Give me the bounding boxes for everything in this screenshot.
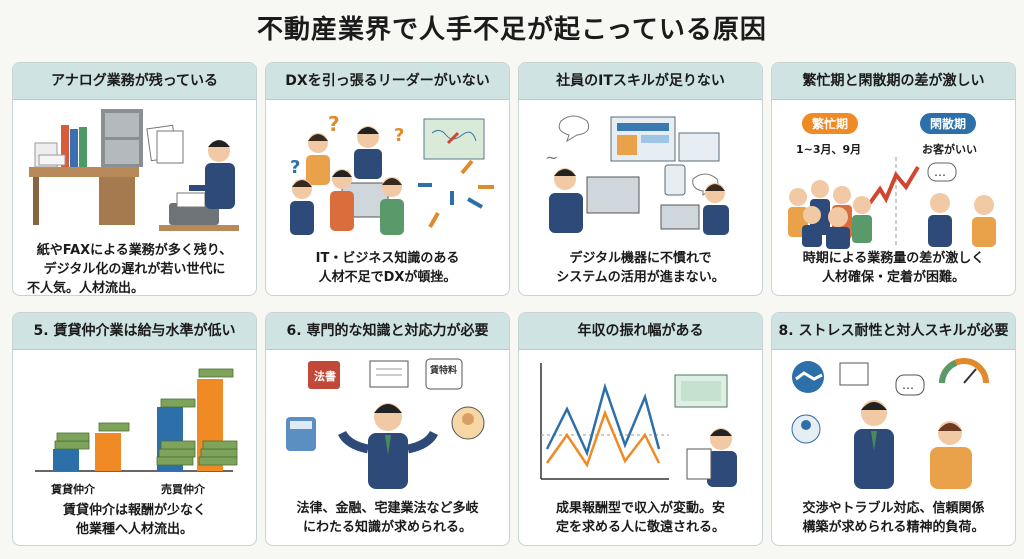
svg-text:?: ?: [290, 157, 300, 178]
card-it-skills: 社員のITスキルが足りない ~ デジタル機器に不慣れで システムの活用が進まない…: [518, 62, 763, 296]
card-description: 賃貸仲介は報酬が少なく 他業種へ人材流出。: [62, 503, 206, 537]
svg-text:?: ?: [328, 112, 340, 136]
illustration-knowledge-icons: 法書 賃特料: [272, 353, 503, 491]
slow-note: お客がいい: [922, 143, 977, 156]
laptop-icon: [660, 204, 700, 230]
busy-season-label: 繁忙期: [802, 113, 859, 134]
card-heading: 8. ストレス耐性と対人スキルが必要: [772, 313, 1015, 350]
illustration-office-paperwork: [19, 103, 250, 241]
illustration-season-crowd: …: [778, 157, 1009, 253]
card-no-dx-leader: DXを引っ張るリーダーがいない ? ? ?: [265, 62, 510, 296]
card-heading: DXを引っ張るリーダーがいない: [266, 63, 509, 100]
card-heading: 5. 賃貸仲介業は給与水準が低い: [13, 313, 256, 350]
card-description: 紙やFAXによる業務が多く残り、 デジタル化の遅れが若い世代に 不人気。人材流出…: [27, 243, 233, 296]
card-low-salary: 5. 賃貸仲介業は給与水準が低い 賃貸仲介 売買仲介 賃貸仲介は報酬が少なく 他…: [12, 312, 257, 546]
contract-icon: [425, 358, 463, 390]
pay-slip-icon: [686, 448, 712, 480]
card-heading: アナログ業務が残っている: [13, 63, 256, 100]
document-icon: [369, 360, 409, 388]
svg-text:法書: 法書: [314, 369, 336, 383]
fax-icon: [169, 203, 219, 225]
busy-months: 1~3月、9月: [796, 143, 862, 156]
law-book-icon: [308, 361, 340, 389]
card-busy-slow-season: 繁忙期と閑散期の差が激しい 繁忙期 閑散期 1~3月、9月 お客がいい … 時期…: [771, 62, 1016, 296]
phone-icon: [664, 164, 686, 196]
card-analog-work: アナログ業務が残っている 紙やFAXによる業務が多く残り、 デジタ: [12, 62, 257, 296]
card-heading: 年収の振れ幅がある: [519, 313, 762, 350]
svg-text:~: ~: [545, 148, 558, 167]
tablet-icon: [678, 132, 720, 162]
card-description: 時期による業務量の差が激しく 人材確保・定着が困難。: [802, 251, 985, 285]
card-heading: 繁忙期と閑散期の差が激しい: [772, 63, 1015, 100]
illustration-confused-team: ? ? ?: [272, 103, 503, 241]
card-heading: 6. 専門的な知識と対応力が必要: [266, 313, 509, 350]
card-income-fluctuation: 年収の振れ幅がある 成果報酬型で収入が変動。安 定を求める人に敬遠される。: [518, 312, 763, 546]
bar-label-sale: 売買仲介: [161, 483, 205, 496]
card-description: 法律、金融、宅建業法など多岐 にわたる知識が求められる。: [296, 501, 479, 535]
card-description: デジタル機器に不慣れで システムの活用が進まない。: [556, 251, 725, 285]
bar-label-rent: 賃貸仲介: [51, 483, 95, 496]
card-description: 交渉やトラブル対応、信頼関係 構築が求められる精神的負荷。: [802, 501, 985, 535]
card-description: 成果報酬型で収入が変動。安 定を求める人に敬遠される。: [555, 501, 725, 535]
card-expert-knowledge: 6. 専門的な知識と対応力が必要 法書 賃特料 法律、金融、宅建業法など多岐 に…: [265, 312, 510, 546]
svg-text:賃特料: 賃特料: [429, 364, 457, 376]
page-title: 不動産業界で人手不足が起こっている原因: [257, 15, 767, 45]
slow-season-label: 閑散期: [920, 113, 977, 134]
illustration-struggling-with-devices: ~: [525, 103, 756, 241]
illustration-negotiation: …: [778, 353, 1009, 491]
svg-text:…: …: [934, 165, 946, 179]
card-stress-interpersonal: 8. ストレス耐性と対人スキルが必要 … 交渉やトラブル対応、信頼関係 構築が求…: [771, 312, 1016, 546]
card-heading: 社員のITスキルが足りない: [519, 63, 762, 100]
illustration-salary-bars: [19, 353, 250, 481]
svg-text:?: ?: [394, 125, 404, 146]
svg-text:…: …: [902, 378, 914, 392]
cash-stacks-icon: [54, 368, 238, 466]
card-description: IT・ビジネス知識のある 人材不足でDXが頓挫。: [315, 251, 460, 285]
chat-icon: [839, 362, 869, 386]
illustration-income-chart: [525, 353, 756, 491]
